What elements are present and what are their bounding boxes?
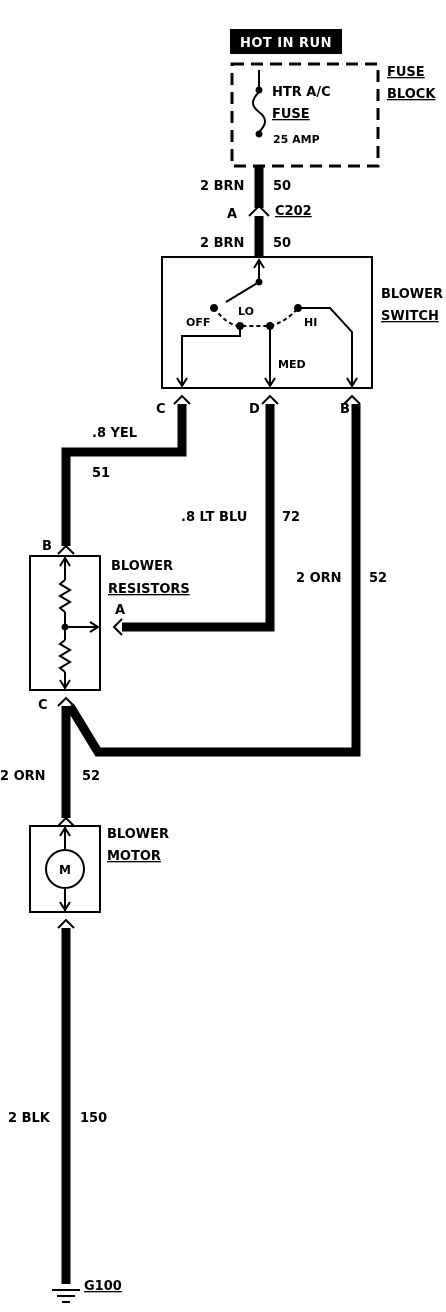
switch-pin-b: B — [340, 402, 350, 417]
resistor-top-arrow-icon — [59, 556, 71, 567]
switch-input-arrow-icon — [253, 258, 265, 269]
resistor-upper-icon — [58, 579, 72, 613]
switch-wiper — [225, 281, 260, 303]
fuse-block-name-line1: FUSE — [387, 65, 425, 80]
resistor-pin-a-connector-icon — [112, 618, 123, 636]
resistor-tap-arrow-icon — [89, 621, 100, 633]
wire-fuse-to-c202-gauge: 2 BRN — [200, 179, 244, 194]
switch-pin-b-connector-icon — [343, 394, 361, 405]
switch-output-d-arrow-icon — [264, 377, 276, 388]
wire-yel-gauge: .8 YEL — [92, 426, 137, 441]
blower-resistors-name-line2: RESISTORS — [108, 582, 190, 597]
ground-g100: G100 — [52, 1279, 122, 1303]
switch-pin-d: D — [249, 402, 260, 417]
hot-in-run-label: HOT IN RUN — [230, 29, 342, 54]
wire-switch-d-to-resistor-a — [122, 404, 275, 632]
connector-c202-pin: A — [227, 207, 237, 222]
resistor-pin-c-connector-icon — [57, 696, 75, 707]
hot-in-run-text: HOT IN RUN — [240, 36, 332, 51]
resistor-pin-c: C — [38, 698, 48, 713]
switch-output-b-arrow-icon — [346, 377, 358, 388]
wire-ltblu-circuit: 72 — [282, 510, 300, 525]
resistor-pin-b: B — [42, 539, 52, 554]
blower-resistors: BLOWER RESISTORS — [29, 555, 190, 691]
switch-position-hi-label: HI — [304, 316, 317, 329]
resistor-lower-icon — [58, 639, 72, 673]
blower-switch-outline — [161, 256, 373, 389]
wire-yel-circuit: 51 — [92, 466, 110, 481]
blower-motor: BLOWER MOTOR M — [29, 825, 169, 913]
wire-ltblu-gauge: .8 LT BLU — [181, 510, 247, 525]
wire-orn-upper-circuit: 52 — [369, 571, 387, 586]
blower-motor-name-line2: MOTOR — [107, 849, 161, 864]
fuse-name-line2: FUSE — [272, 107, 310, 122]
blower-switch: BLOWER SWITCH OFF LO MED HI — [161, 256, 443, 389]
switch-lo-route — [181, 326, 241, 384]
resistor-bottom-arrow-icon — [59, 679, 71, 690]
wire-blk-gauge: 2 BLK — [8, 1111, 51, 1126]
fuse-element-icon — [252, 91, 266, 133]
resistor-pin-b-connector-icon — [57, 544, 75, 555]
blower-switch-name-line1: BLOWER — [381, 287, 443, 302]
fuse-terminal-bottom — [255, 130, 263, 138]
motor-top-arrow-icon — [59, 826, 71, 837]
hot-in-run-box — [230, 29, 342, 54]
wire-c202-to-switch-gauge: 2 BRN — [200, 236, 244, 251]
motor-symbol: M — [59, 863, 71, 877]
fuse-rating: 25 AMP — [273, 133, 320, 146]
blower-resistors-name-line1: BLOWER — [111, 559, 173, 574]
switch-pin-c-connector-icon — [173, 394, 191, 405]
fuse-block-outline — [230, 62, 380, 168]
connector-c202-female-icon — [248, 204, 270, 217]
wire-switch-b-to-resistor-c — [66, 404, 361, 757]
switch-pin-c: C — [156, 402, 166, 417]
switch-position-off-label: OFF — [186, 316, 210, 329]
connector-c202-name: C202 — [275, 204, 312, 219]
wire-switch-c-to-resistor-b — [61, 404, 187, 546]
fuse-name-line1: HTR A/C — [272, 85, 331, 100]
fuse-block: FUSE BLOCK HTR A/C FUSE 25 AMP — [230, 62, 436, 168]
wire-c202-to-switch-circuit: 50 — [273, 236, 291, 251]
resistor-pin-a: A — [115, 603, 125, 618]
fuse-block-name-line2: BLOCK — [387, 87, 436, 102]
motor-bottom-arrow-icon — [59, 901, 71, 912]
wire-orn-lower-circuit: 52 — [82, 769, 100, 784]
switch-travel-arc — [213, 307, 299, 327]
connector-c202: A C202 — [227, 204, 312, 222]
motor-top-connector-icon — [57, 816, 75, 827]
blower-switch-name-line2: SWITCH — [381, 309, 439, 324]
blower-motor-name-line1: BLOWER — [107, 827, 169, 842]
motor-bottom-connector-icon — [57, 918, 75, 929]
switch-position-med-label: MED — [278, 358, 306, 371]
wire-orn-lower-gauge: 2 ORN — [0, 769, 46, 784]
wire-orn-upper-gauge: 2 ORN — [296, 571, 342, 586]
switch-output-c-arrow-icon — [176, 377, 188, 388]
switch-hi-route — [298, 307, 353, 384]
ground-name: G100 — [84, 1279, 122, 1294]
switch-position-lo-label: LO — [238, 305, 254, 318]
fuse-terminal-top — [255, 86, 263, 94]
switch-pin-d-connector-icon — [261, 394, 279, 405]
wire-blk-circuit: 150 — [80, 1111, 107, 1126]
wire-fuse-to-c202-circuit: 50 — [273, 179, 291, 194]
